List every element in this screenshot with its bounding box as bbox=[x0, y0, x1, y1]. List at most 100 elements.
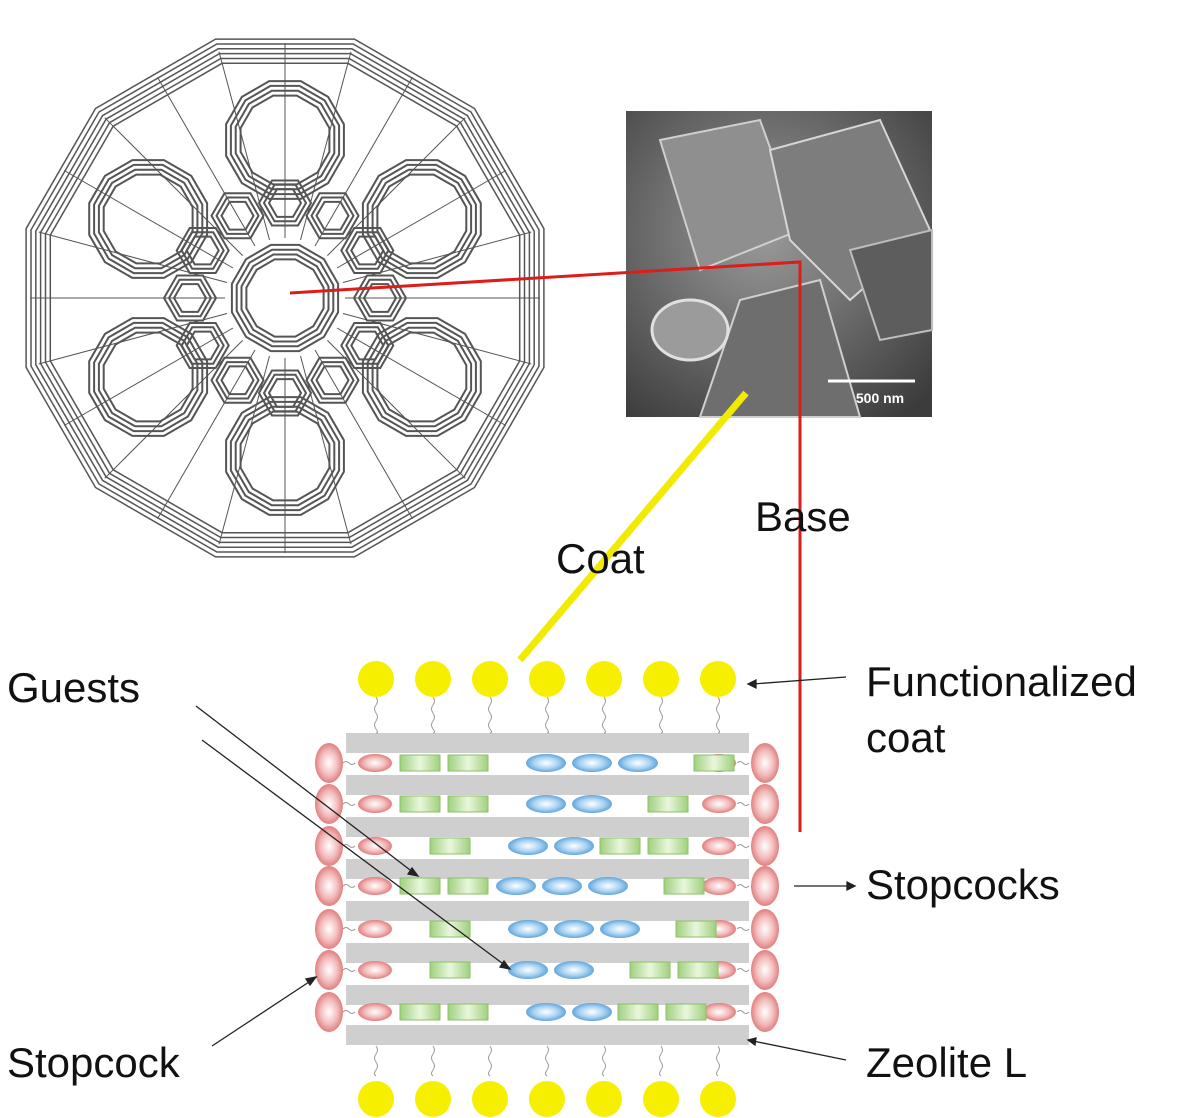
framework-small-cage bbox=[180, 326, 225, 365]
framework-small-cage bbox=[257, 179, 313, 227]
framework-strut bbox=[336, 327, 507, 426]
coat-tether bbox=[374, 1045, 378, 1077]
guest-blue bbox=[508, 961, 548, 979]
label-stopcock: Stopcock bbox=[7, 1039, 180, 1086]
stopcock-outer bbox=[315, 950, 343, 990]
guest-green bbox=[665, 1003, 707, 1021]
stopcock-outer bbox=[315, 909, 343, 949]
guest-blue bbox=[526, 754, 566, 772]
framework-outer-channel bbox=[366, 163, 477, 275]
framework-outer-channel bbox=[225, 396, 345, 516]
framework-central-channel bbox=[230, 243, 340, 353]
framework-small-cage bbox=[185, 235, 220, 266]
coat-sphere bbox=[529, 1081, 565, 1117]
framework-strut bbox=[63, 327, 234, 426]
guest-green bbox=[447, 1003, 489, 1021]
guest-blue bbox=[554, 920, 594, 938]
guest-blue bbox=[508, 837, 548, 855]
framework-small-cage bbox=[257, 369, 313, 417]
coat-sphere bbox=[415, 661, 451, 697]
channel-wall bbox=[346, 901, 749, 921]
stopcock-tether bbox=[736, 884, 750, 888]
guest-green bbox=[429, 837, 471, 855]
framework-central-channel bbox=[235, 248, 335, 348]
coat-sphere bbox=[643, 661, 679, 697]
framework-strut bbox=[38, 231, 228, 283]
framework-small-cage bbox=[345, 326, 390, 365]
stopcock-tether bbox=[342, 968, 356, 972]
coat-sphere bbox=[529, 661, 565, 697]
guest-green bbox=[647, 837, 689, 855]
stopcock-tether bbox=[342, 1010, 356, 1014]
guest-blue bbox=[572, 754, 612, 772]
framework-outer-channel bbox=[376, 331, 468, 423]
label-coat: Coat bbox=[556, 535, 645, 582]
guest-blue bbox=[526, 1003, 566, 1021]
framework-strut bbox=[104, 117, 243, 256]
coat-tether bbox=[545, 1045, 549, 1077]
stopcock-tether bbox=[342, 761, 356, 765]
label-base: Base bbox=[755, 493, 851, 540]
coat-tether bbox=[659, 696, 663, 734]
framework-outer-channel bbox=[93, 321, 204, 433]
coat-sphere bbox=[358, 1081, 394, 1117]
framework-outer-channel bbox=[97, 168, 199, 270]
guest-blue bbox=[554, 961, 594, 979]
framework-outer-channel bbox=[376, 173, 468, 265]
channel-wall bbox=[346, 859, 749, 879]
stopcock-outer bbox=[315, 992, 343, 1032]
framework-strut bbox=[342, 231, 532, 283]
guest-blue bbox=[508, 920, 548, 938]
guest-green bbox=[399, 754, 441, 772]
framework-small-cage bbox=[185, 330, 220, 361]
label-functionalized-coat-line1: Functionalized bbox=[866, 658, 1137, 705]
guest-green bbox=[629, 961, 671, 979]
label-stopcocks: Stopcocks bbox=[866, 861, 1060, 908]
framework-small-cage bbox=[180, 231, 225, 270]
coat-tether bbox=[488, 1045, 492, 1077]
stopcock-tether bbox=[736, 927, 750, 931]
stopcock-outer bbox=[751, 909, 779, 949]
framework-strut bbox=[314, 349, 413, 520]
label-zeolite-l: Zeolite L bbox=[866, 1039, 1028, 1086]
stopcock-head bbox=[702, 837, 736, 855]
coat-tether bbox=[659, 1045, 663, 1077]
framework-outer-ring bbox=[35, 48, 535, 548]
coat-sphere bbox=[472, 661, 508, 697]
stopcock-outer bbox=[315, 866, 343, 906]
framework-strut bbox=[327, 117, 466, 256]
framework-small-cage bbox=[350, 235, 385, 266]
stopcock-tether bbox=[736, 968, 750, 972]
stopcock-outer bbox=[751, 743, 779, 783]
guest-green bbox=[429, 961, 471, 979]
guest-blue bbox=[572, 1003, 612, 1021]
framework-strut bbox=[300, 355, 352, 545]
coat-sphere bbox=[358, 661, 394, 697]
framework-small-cage bbox=[345, 231, 390, 270]
channel-wall bbox=[346, 775, 749, 795]
coat-tether bbox=[431, 1045, 435, 1077]
stopcock-head bbox=[358, 1003, 392, 1021]
channel-wall bbox=[346, 1025, 749, 1045]
coat-sphere bbox=[472, 1081, 508, 1117]
stopcock-tether bbox=[736, 1010, 750, 1014]
stopcock-tether bbox=[736, 802, 750, 806]
coat-sphere bbox=[415, 1081, 451, 1117]
stopcock-tether bbox=[736, 761, 750, 765]
framework-outer-channel bbox=[239, 410, 331, 502]
framework-central-channel bbox=[240, 253, 330, 343]
framework-outer-ring bbox=[25, 38, 545, 558]
guest-blue bbox=[600, 920, 640, 938]
stopcock-tether bbox=[736, 844, 750, 848]
guest-blue bbox=[526, 795, 566, 813]
stopcock-outer bbox=[315, 784, 343, 824]
guest-green bbox=[447, 795, 489, 813]
framework-strut bbox=[300, 51, 352, 241]
stopcock-head bbox=[358, 961, 392, 979]
framework-outer-channel bbox=[88, 159, 209, 279]
label-functionalized-coat-line2: coat bbox=[866, 714, 946, 761]
stopcock-head bbox=[358, 754, 392, 772]
framework-outer-channel bbox=[88, 317, 209, 437]
stopcock-outer bbox=[751, 784, 779, 824]
channel-wall bbox=[346, 817, 749, 837]
